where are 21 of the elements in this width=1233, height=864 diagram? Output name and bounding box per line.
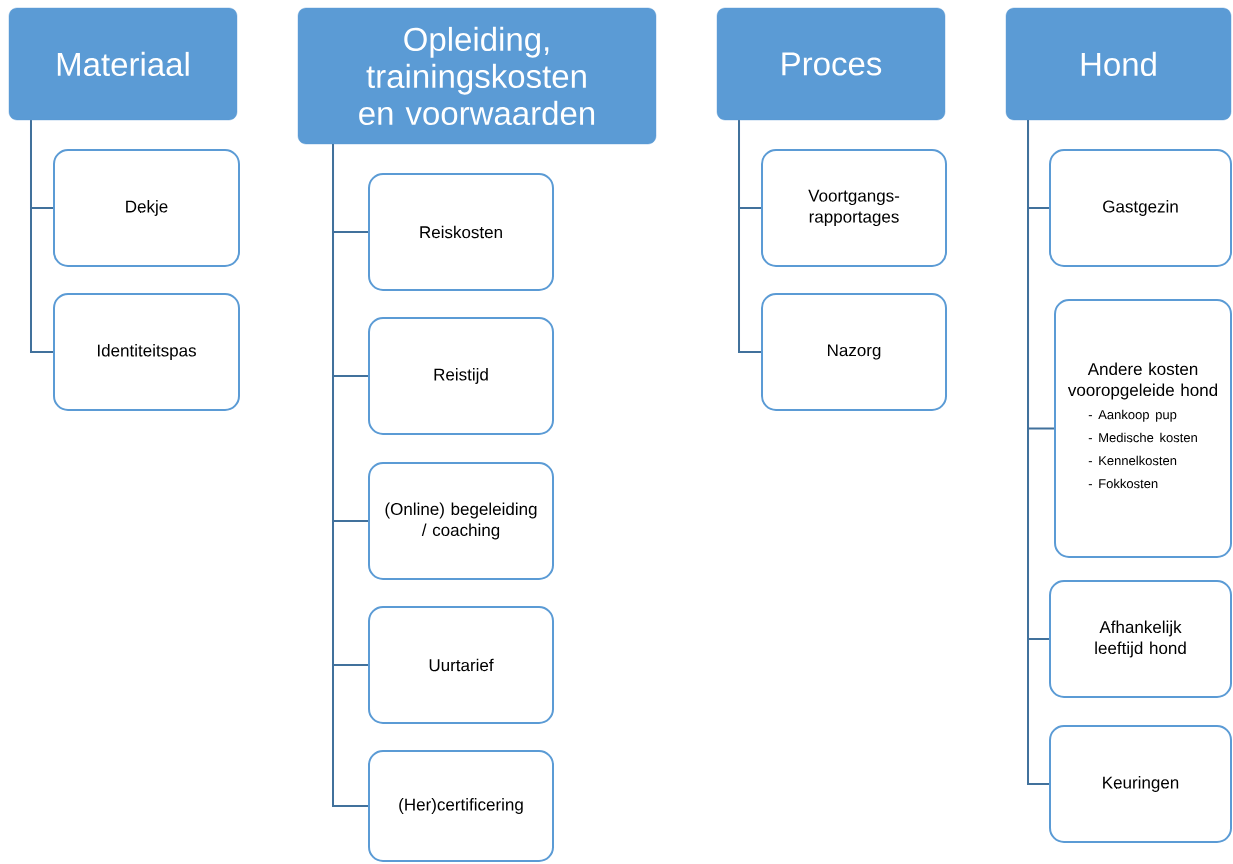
item-box: Nazorg <box>761 293 947 411</box>
item-box: Reiskosten <box>368 173 554 291</box>
item-box: (Online) begeleiding / coaching <box>368 462 554 580</box>
item-box: Andere kosten vooropgeleide hond - Aankoop pup - Medische kosten - Kennelkosten - Fokkosten <box>1054 299 1232 558</box>
item-box: Dekje <box>53 149 240 267</box>
item-box: Keuringen <box>1049 725 1232 843</box>
item-box: Gastgezin <box>1049 149 1232 267</box>
item-box: Afhankelijk leeftijd hond <box>1049 580 1232 698</box>
category-box: Opleiding, trainingskosten en voorwaarden <box>297 7 657 145</box>
connector <box>30 119 54 353</box>
item-box: Identiteitspas <box>53 293 240 411</box>
category-box: Materiaal <box>8 7 238 121</box>
category-box: Proces <box>716 7 946 121</box>
item-box: (Her)certificering <box>368 750 554 862</box>
connector <box>738 119 762 353</box>
connector <box>1027 119 1050 785</box>
item-box: Uurtarief <box>368 606 554 724</box>
item-box: Voortgangs- rapportages <box>761 149 947 267</box>
item-box: Reistijd <box>368 317 554 435</box>
category-box: Hond <box>1005 7 1232 121</box>
connector <box>332 143 369 807</box>
